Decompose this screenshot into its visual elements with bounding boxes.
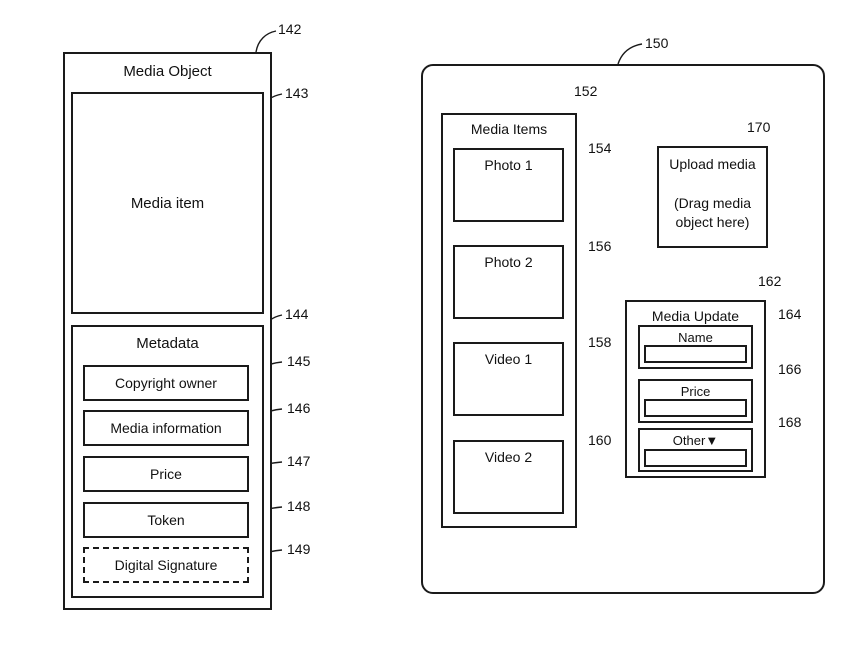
ref-166: 166 [778, 361, 802, 377]
media-update-price-group: Price [638, 379, 753, 423]
name-input[interactable] [644, 345, 747, 363]
ref-145: 145 [287, 353, 311, 369]
ref-143: 143 [285, 85, 309, 101]
digital-signature-label: Digital Signature [114, 557, 218, 573]
media-items-title: Media Items [470, 121, 548, 137]
ref-170: 170 [747, 119, 771, 135]
name-label: Name [678, 330, 713, 345]
leader-150 [617, 43, 643, 65]
media-update-other-group: Other▼ [638, 428, 753, 472]
ref-150: 150 [645, 35, 669, 51]
ref-147: 147 [287, 453, 311, 469]
other-label: Other [672, 433, 706, 448]
copyright-owner-label: Copyright owner [115, 375, 217, 391]
leader-142 [255, 30, 277, 53]
metadata-field-price: Price [83, 456, 249, 492]
price-label: Price [680, 384, 711, 399]
ref-164: 164 [778, 306, 802, 322]
ref-168: 168 [778, 414, 802, 430]
ref-149: 149 [287, 541, 311, 557]
ref-158: 158 [588, 334, 612, 350]
metadata-title: Metadata [136, 335, 199, 352]
ref-160: 160 [588, 432, 612, 448]
dropdown-arrow-icon[interactable]: ▼ [705, 433, 719, 448]
video-1-label: Video 1 [484, 351, 533, 367]
media-update-title: Media Update [651, 308, 740, 324]
price-input[interactable] [644, 399, 747, 417]
media-item-label: Media item [130, 195, 205, 212]
metadata-field-token: Token [83, 502, 249, 538]
ref-162: 162 [758, 273, 782, 289]
metadata-field-digital-signature: Digital Signature [83, 547, 249, 583]
ref-154: 154 [588, 140, 612, 156]
price-label: Price [150, 466, 182, 482]
other-dropdown[interactable]: Other▼ [640, 433, 751, 448]
token-label: Token [147, 512, 185, 528]
media-item-photo-2[interactable]: Photo 2 [453, 245, 564, 319]
ref-142: 142 [278, 21, 302, 37]
upload-media-label: Upload media [669, 156, 756, 172]
photo-1-label: Photo 1 [484, 157, 533, 173]
other-input[interactable] [644, 449, 747, 467]
upload-media-dropzone[interactable]: Upload media (Drag media object here) [657, 146, 768, 248]
media-item-box: Media item [71, 92, 264, 314]
ref-152: 152 [574, 83, 598, 99]
media-item-video-1[interactable]: Video 1 [453, 342, 564, 416]
media-information-label: Media information [110, 420, 222, 436]
upload-hint-line-2: object here) [675, 214, 750, 230]
photo-2-label: Photo 2 [484, 254, 533, 270]
ref-146: 146 [287, 400, 311, 416]
upload-hint-line-1: (Drag media [673, 195, 752, 211]
ref-156: 156 [588, 238, 612, 254]
media-object-title: Media Object [123, 63, 212, 80]
media-item-photo-1[interactable]: Photo 1 [453, 148, 564, 222]
media-update-name-group: Name [638, 325, 753, 369]
metadata-field-copyright-owner: Copyright owner [83, 365, 249, 401]
ref-144: 144 [285, 306, 309, 322]
metadata-field-media-information: Media information [83, 410, 249, 446]
video-2-label: Video 2 [484, 449, 533, 465]
ref-148: 148 [287, 498, 311, 514]
media-item-video-2[interactable]: Video 2 [453, 440, 564, 514]
